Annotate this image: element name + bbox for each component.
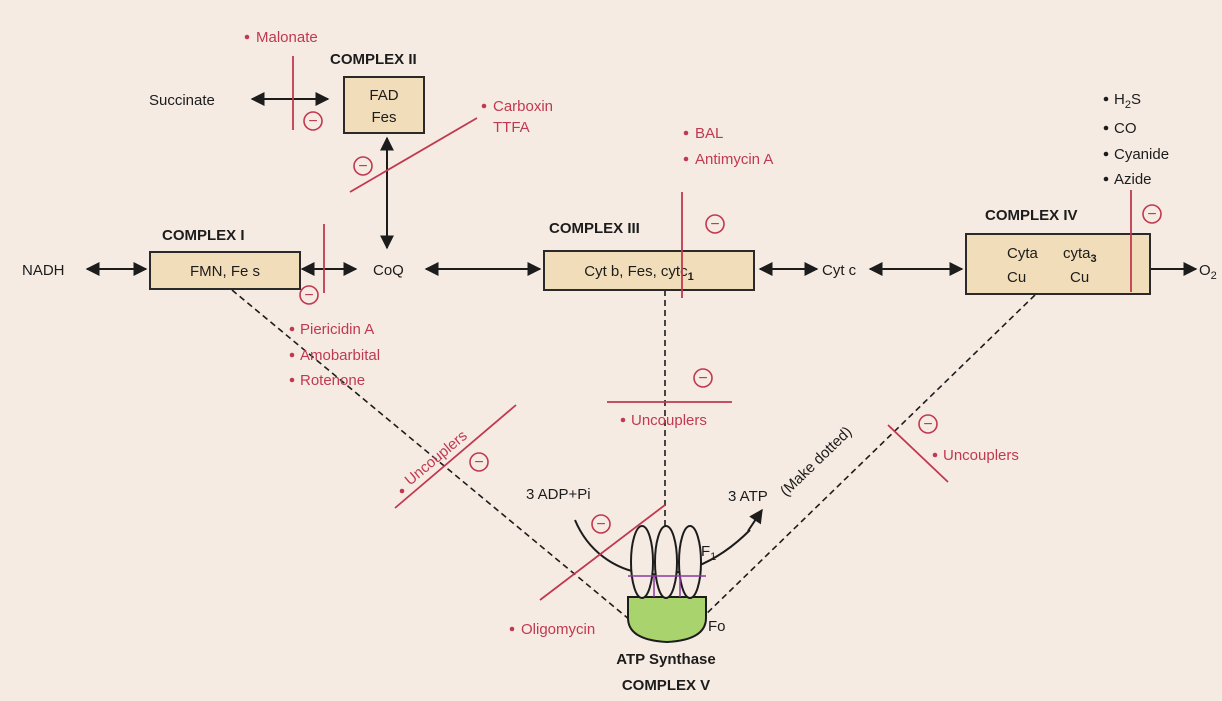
complex-1: COMPLEX I FMN, Fe s [150,227,300,289]
adp-label: 3 ADP+Pi [526,486,591,503]
complex-4-title: COMPLEX IV [985,207,1078,224]
h2s-label: H2S [1114,91,1141,111]
svg-text:−: − [1147,206,1156,223]
complex-3: COMPLEX III Cyt b, Fes, cytc1 [544,220,754,290]
atp-synthase-icon [628,526,706,642]
inhibition-minus-icon: − [354,157,372,175]
nadh-label: NADH [22,262,65,279]
complex-2: COMPLEX II FAD Fes [330,51,424,133]
oligomycin-label: Oligomycin [521,621,595,638]
cyanide-label: Cyanide [1114,146,1169,163]
uncouplers-middle-label: Uncouplers [631,412,707,429]
inhibition-minus-icon: − [706,215,724,233]
cytc-label: Cyt c [822,262,857,279]
co-label: CO [1114,120,1137,137]
rotenone-label: Rotenone [300,372,365,389]
uncouplers-right-label: Uncouplers [943,447,1019,464]
carboxin-label: Carboxin [493,98,553,115]
atp-label: 3 ATP [728,488,768,505]
uncouplers-right: − Uncouplers [888,415,1019,482]
make-dotted-note: (Make dotted) [777,423,855,500]
svg-text:−: − [710,216,719,233]
malonate-label: Malonate [256,29,318,46]
inhibition-minus-icon: − [919,415,937,433]
svg-text:−: − [474,454,483,471]
complex-4-cyta: Cyta [1007,245,1039,262]
svg-text:−: − [698,370,707,387]
inhibition-minus-icon: − [470,453,488,471]
bal-label: BAL [695,125,723,142]
complex-4: COMPLEX IV Cyta cyta3 Cu Cu [966,207,1150,294]
complex-1-title: COMPLEX I [162,227,245,244]
complex-2-line1: FAD [369,87,398,104]
amobarbital-label: Amobarbital [300,347,380,364]
complex-5-title: COMPLEX V [622,677,710,694]
svg-text:−: − [308,113,317,130]
inhibition-minus-icon: − [592,515,610,533]
svg-text:−: − [358,158,367,175]
complex-1-content: FMN, Fe s [190,263,260,280]
fo-label: Fo [708,618,726,635]
complex-3-title: COMPLEX III [549,220,640,237]
inhibition-minus-icon: − [694,369,712,387]
uncouplers-right-block-line [888,425,948,482]
complex-4-cu-b: Cu [1070,269,1089,286]
svg-text:−: − [596,516,605,533]
inhibition-minus-icon: − [1143,205,1161,223]
piericidin-label: Piericidin A [300,321,374,338]
succinate-label: Succinate [149,92,215,109]
uncouplers-middle: − Uncouplers [607,369,732,429]
antimycin-label: Antimycin A [695,151,773,168]
complex-4-box [966,234,1150,294]
uncouplers-left-label: Uncouplers [402,427,471,489]
complex-1-inhibitors: − Piericidin A Amobarbital Rotenone [290,224,380,389]
complex-2-title: COMPLEX II [330,51,417,68]
uncouplers-left: Uncouplers − [395,405,516,508]
inhibition-minus-icon: − [300,286,318,304]
inhibition-minus-icon: − [304,112,322,130]
azide-label: Azide [1114,171,1152,188]
coq-label: CoQ [373,262,404,279]
complex-4-cu-a: Cu [1007,269,1026,286]
o2-label: O2 [1199,262,1217,282]
svg-text:−: − [923,416,932,433]
atp-synthase-title: ATP Synthase [616,651,715,668]
ttfa-label: TTFA [493,119,530,136]
complex-2-line2: Fes [371,109,396,126]
uncouplers-left-block-line [395,405,516,508]
svg-text:−: − [304,287,313,304]
